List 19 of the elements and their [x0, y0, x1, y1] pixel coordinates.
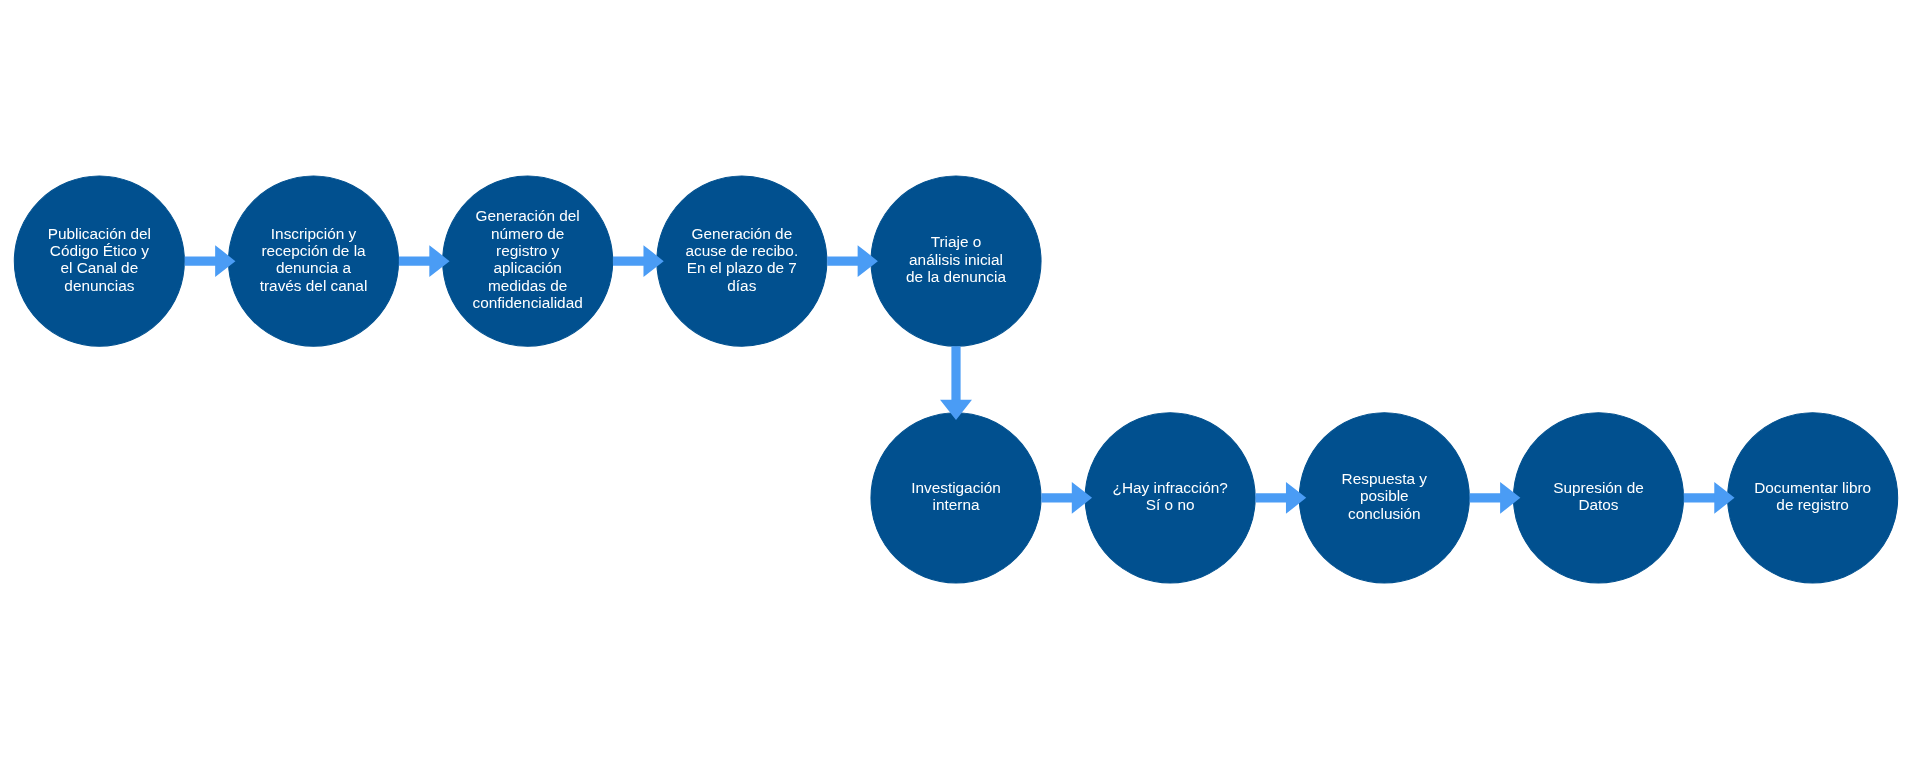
node-circle: Investigación interna [870, 411, 1042, 583]
arrow [398, 244, 450, 277]
node-circle: ¿Hay infracción? Sí o no [1084, 411, 1256, 583]
node-circle: Respuesta y posible conclusión [1298, 411, 1470, 583]
node-circle: Documentar libro de registro [1727, 411, 1899, 583]
arrow [613, 244, 664, 277]
arrow [1469, 481, 1521, 514]
node-circle: Inscripción y recepción de la denuncia a través del canal [227, 175, 400, 347]
node-circle: Publicación del Código Ético y el Canal de denuncias [13, 175, 185, 347]
arrow [1255, 481, 1307, 514]
node-circle: Generación de acuse de recibo. En el plazo de 7 días [656, 175, 828, 347]
arrow [184, 244, 236, 277]
node-circle: Supresión de Datos [1512, 411, 1685, 583]
node-circle: Triaje o análisis inicial de la denuncia [870, 175, 1042, 347]
arrow [1041, 481, 1093, 514]
arrow [827, 244, 878, 277]
arrow [1683, 481, 1735, 514]
node-circle: Generación del número de registro y aplicación medidas de confidencialidad [442, 175, 614, 347]
arrow [940, 345, 972, 420]
